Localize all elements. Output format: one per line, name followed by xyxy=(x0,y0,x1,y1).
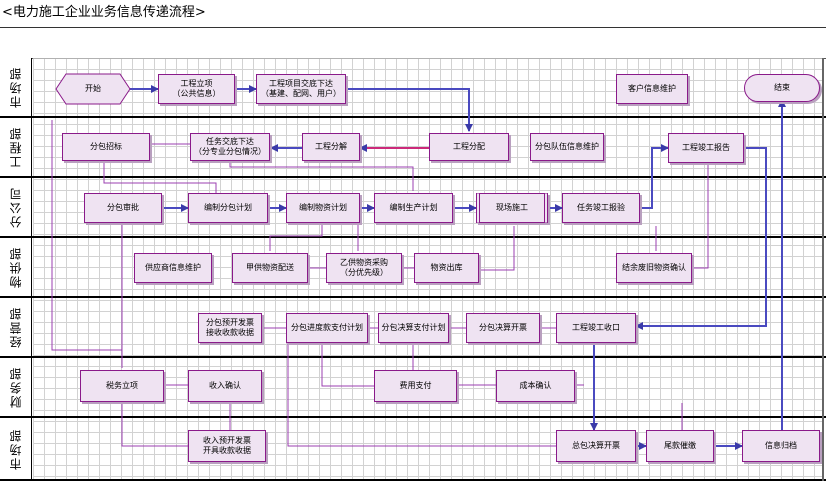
lane-label: 工程部 xyxy=(0,118,32,176)
task-issue-node[interactable]: 任务交底下达 （分专业分包情况） xyxy=(190,133,270,161)
connector xyxy=(635,147,767,330)
cost-confirm-node[interactable]: 成本确认 xyxy=(496,370,575,402)
lane-label: 物供部 xyxy=(0,238,32,296)
lane-label: 市场部 xyxy=(0,418,32,479)
material-plan-node[interactable]: 编制物资计划 xyxy=(286,193,360,223)
connector xyxy=(229,161,414,191)
surplus-confirm-node[interactable]: 结余废旧物资确认 xyxy=(616,253,692,283)
lane-market: 市场部 xyxy=(0,58,826,118)
income-confirm-node[interactable]: 收入确认 xyxy=(188,370,262,402)
end-node[interactable]: 结束 xyxy=(744,74,820,102)
project-setup-node[interactable]: 工程立项 （公共信息） xyxy=(158,74,235,104)
lane-finance: 财务部 xyxy=(0,358,826,418)
connector xyxy=(287,340,556,447)
connector xyxy=(321,345,374,387)
decompose-node[interactable]: 工程分解 xyxy=(302,133,360,161)
info-archive-node[interactable]: 信息归档 xyxy=(742,430,820,462)
lane-label: 市场部 xyxy=(0,58,32,116)
supplier-info-node[interactable]: 供应商信息维护 xyxy=(134,253,212,283)
connector xyxy=(121,402,188,447)
connector xyxy=(692,165,709,269)
sub-progress-pay-node[interactable]: 分包进度款支付计划 xyxy=(286,313,368,343)
sub-plan-node[interactable]: 编制分包计划 xyxy=(188,193,268,223)
production-plan-node[interactable]: 编制生产计划 xyxy=(374,193,453,223)
site-work-node[interactable]: 现场施工 xyxy=(476,193,548,223)
sub-approve-node[interactable]: 分包审批 xyxy=(84,193,162,223)
sub-settle-pay-node[interactable]: 分包决算支付计划 xyxy=(378,313,449,343)
b-purchase-node[interactable]: 乙供物资采购 （分优先级） xyxy=(326,253,402,283)
completion-close-node[interactable]: 工程竣工收口 xyxy=(556,313,636,343)
completion-acceptance-node[interactable]: 任务竣工报验 xyxy=(562,193,640,223)
lane-label: 财务部 xyxy=(0,358,32,416)
start-node[interactable]: 开始 xyxy=(85,84,101,93)
lane-label: 分公司 xyxy=(0,178,32,236)
connector xyxy=(640,144,669,209)
income-prebill-node[interactable]: 收入预开发票 开具收款收据 xyxy=(188,430,266,462)
lane-branch: 分公司 xyxy=(0,178,826,238)
connector xyxy=(51,120,122,351)
sub-bid-node[interactable]: 分包招标 xyxy=(62,133,150,161)
a-supply-node[interactable]: 甲供物资配送 xyxy=(232,253,308,283)
total-settle-bill-node[interactable]: 总包决算开票 xyxy=(556,430,636,462)
connector xyxy=(103,161,217,193)
sub-settle-bill-node[interactable]: 分包决算开票 xyxy=(466,313,540,343)
start-shape xyxy=(55,73,131,105)
page-title: <电力施工企业业务信息传递流程> xyxy=(0,0,826,28)
lane-label: 经营部 xyxy=(0,298,32,356)
lane-supply: 物供部 xyxy=(0,238,826,298)
final-payment-node[interactable]: 尾款催缴 xyxy=(646,430,714,462)
material-out-node[interactable]: 物资出库 xyxy=(414,253,479,283)
connector xyxy=(346,88,473,132)
expense-pay-node[interactable]: 费用支付 xyxy=(374,370,457,402)
completion-report-node[interactable]: 工程竣工报告 xyxy=(668,133,744,163)
handover-node[interactable]: 工程项目交底下达 （基建、配网、用户） xyxy=(256,74,346,104)
tax-setup-node[interactable]: 税务立项 xyxy=(80,370,164,402)
connector xyxy=(269,225,323,251)
connector xyxy=(479,226,515,271)
right-edge xyxy=(822,58,824,481)
lane-market-2: 市场部 xyxy=(0,418,826,481)
allocate-node[interactable]: 工程分配 xyxy=(429,133,509,161)
customer-info-node[interactable]: 客户信息维护 xyxy=(616,74,688,104)
sub-team-info-node[interactable]: 分包队伍信息维护 xyxy=(530,133,604,161)
sub-prebill-node[interactable]: 分包预开发票 接收收款收据 xyxy=(198,313,262,343)
